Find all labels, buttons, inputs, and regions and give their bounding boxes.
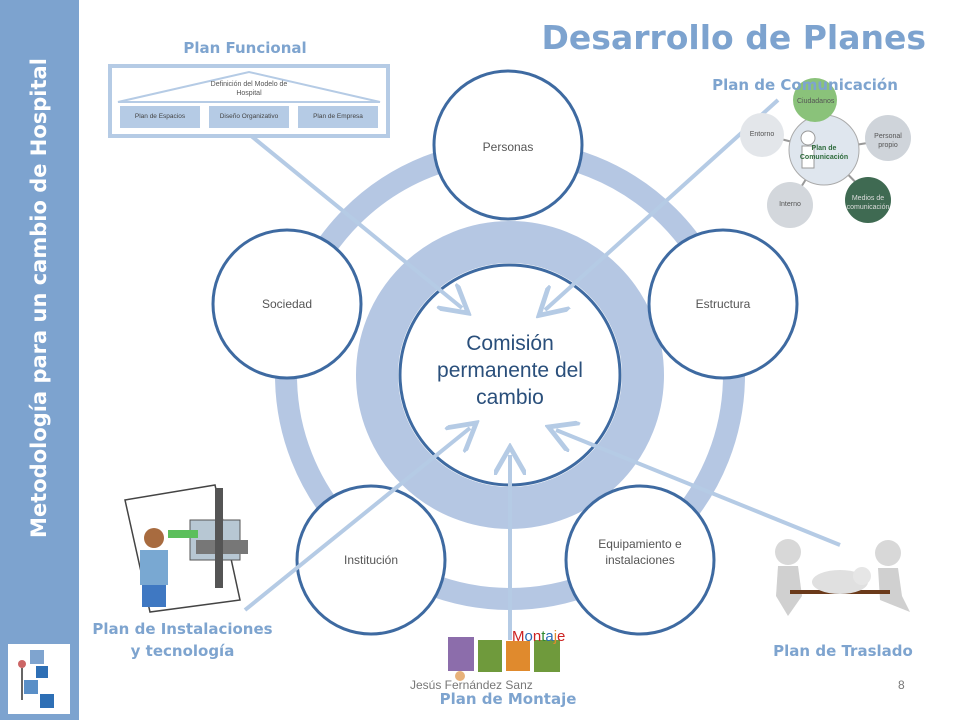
- comunicacion-item-2: Personal propio: [874, 133, 902, 149]
- comunicacion-item-4: Interno: [779, 201, 801, 208]
- plan-instalaciones-label: Plan de Instalaciones y tecnología: [92, 620, 273, 660]
- funcional-right-box: Plan de Empresa: [298, 106, 378, 128]
- node-personas: [432, 69, 584, 221]
- arrow-instalaciones: [243, 428, 470, 612]
- plan-funcional-label: Plan Funcional: [183, 39, 307, 57]
- funcional-left-box: Plan de Espacios: [120, 106, 200, 128]
- center-label: Comisión permanente del cambio: [437, 332, 583, 409]
- node-label-personas: Personas: [482, 140, 534, 154]
- plan-montaje-label: Plan de Montaje: [439, 690, 577, 708]
- funcional-middle-box: Diseño Organizativo: [209, 106, 289, 128]
- plan-traslado-label: Plan de Traslado: [773, 642, 913, 660]
- arrow-comunicacion: [545, 98, 780, 310]
- arrow-funcional: [248, 133, 462, 308]
- node-equipamiento: [564, 484, 716, 636]
- traslado-illustration: [775, 539, 910, 616]
- node-label-equipamiento: Equipamiento e instalaciones: [598, 537, 682, 567]
- node-estructura: [647, 228, 799, 380]
- comunicacion-item-5: Entorno: [749, 131, 775, 138]
- slide-title: Desarrollo de Planes: [541, 18, 926, 57]
- funcional-top-label: Definición del Modelo de Hospital: [210, 81, 288, 97]
- comunicacion-illustration: [740, 78, 911, 228]
- node-label-estructura: Estructura: [695, 297, 751, 311]
- node-sociedad: [211, 228, 363, 380]
- comunicacion-center-label: Plan de Comunicación: [799, 145, 849, 161]
- footer-author: Jesús Fernández Sanz: [410, 678, 533, 692]
- montaje-word: Montaje: [512, 628, 566, 645]
- sidebar: Metodología para un cambio de Hospital: [0, 0, 79, 720]
- funcional-diagram: Definición del Modelo de Hospital Plan d…: [108, 64, 390, 138]
- page-number: 8: [898, 678, 905, 692]
- node-label-institucion: Institución: [343, 553, 399, 567]
- instalaciones-illustration: [124, 484, 248, 613]
- arrow-traslado: [556, 430, 841, 547]
- plan-logo-icon: [8, 644, 70, 714]
- comunicacion-item-3: Medios de comunicación: [846, 195, 890, 211]
- plan-comunicacion-label: Plan de Comunicación: [712, 76, 898, 94]
- node-institucion: [295, 484, 447, 636]
- node-label-sociedad: Sociedad: [261, 297, 313, 311]
- montaje-plan-icon: [448, 637, 560, 681]
- comunicacion-item-1: Ciudadanos: [797, 98, 835, 105]
